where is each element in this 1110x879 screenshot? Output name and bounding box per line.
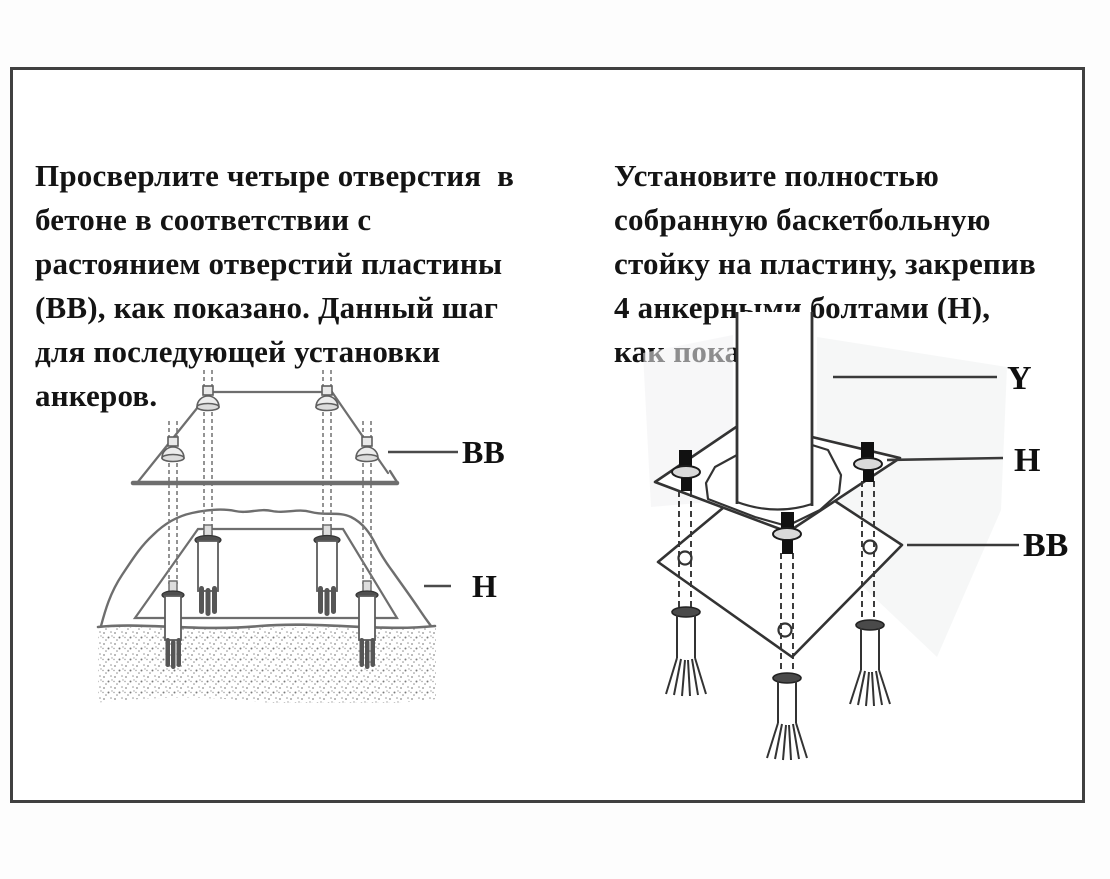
- text-line: (ВВ), как показано. Данный шаг: [35, 290, 499, 325]
- text-line: анкеров.: [35, 378, 158, 413]
- text-line: для последующей установки: [35, 334, 441, 369]
- pole: [735, 312, 814, 511]
- bolt-hole: [677, 550, 693, 566]
- expansion-anchor: [194, 524, 222, 616]
- anchor-bolt: [671, 450, 701, 491]
- screw: [161, 436, 185, 463]
- label-bolt-h: H: [1014, 442, 1040, 479]
- step-text-drill-holes: Просверлите четыре отверстия в бетоне в …: [35, 154, 607, 418]
- anchor-bolts-h: [671, 442, 883, 554]
- text-line: Просверлите четыре отверстия в: [35, 158, 515, 193]
- diagram-plate-over-anchors: BB H: [94, 370, 505, 711]
- expansion-anchors-outer: [161, 580, 379, 669]
- expansion-sleeve: [665, 606, 707, 697]
- label-plate-bb: BB: [462, 434, 505, 470]
- label-pole-y: Y: [1007, 360, 1032, 397]
- ground-texture-ragged-edge: [94, 697, 440, 711]
- label-plate-bb: BB: [1023, 527, 1068, 564]
- pole-base-arc: [736, 500, 813, 511]
- screw: [196, 385, 220, 412]
- ground-line: [96, 623, 437, 630]
- diagram-callouts: BB H: [388, 434, 505, 604]
- anchor-bolt: [853, 442, 883, 482]
- diagram-callouts: Y H BB: [833, 360, 1068, 564]
- text-line: растоянием отверстий пластины: [35, 246, 503, 281]
- expansion-anchors-inner: [194, 524, 341, 616]
- expansion-sleeves: [665, 606, 891, 761]
- concrete-block-outline: [99, 508, 433, 628]
- expansion-anchor: [161, 580, 185, 669]
- screw: [315, 385, 339, 412]
- anchor-bolt: [772, 512, 802, 554]
- plate-screws: [161, 385, 379, 463]
- expansion-sleeve: [766, 672, 808, 761]
- expansion-anchor: [313, 524, 341, 616]
- concrete-ground-texture: [98, 627, 436, 703]
- text-line: Установите полностью: [614, 158, 939, 193]
- text-line: собранную баскетбольную: [614, 202, 991, 237]
- text-line: стойку на пластину, закрепив: [614, 246, 1036, 281]
- leader-line-h: [886, 456, 1004, 462]
- bolt-path-dashed-lines: [678, 481, 875, 673]
- label-anchor-h: H: [472, 568, 497, 604]
- screw: [355, 436, 379, 463]
- expansion-anchor: [355, 580, 379, 669]
- diagram-pole-installation: Y H BB: [643, 312, 1068, 761]
- expansion-sleeve: [849, 619, 891, 707]
- text-line: бетоне в соответствии с: [35, 202, 372, 237]
